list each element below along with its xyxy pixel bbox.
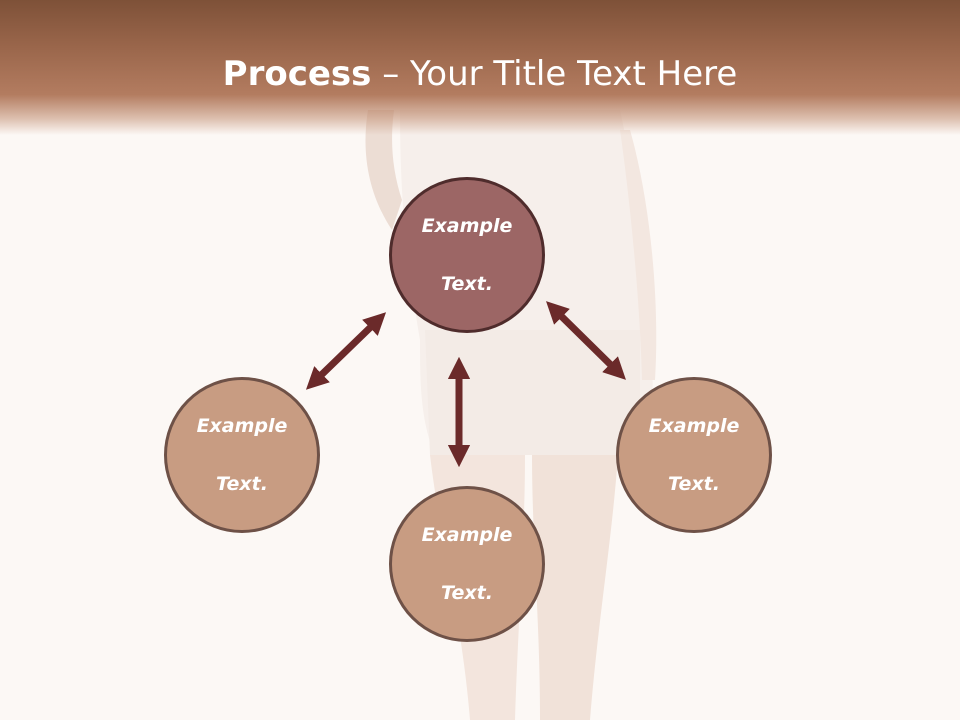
node-left-line2: Text. — [216, 472, 268, 495]
node-top-line2: Text. — [441, 272, 493, 295]
title-bar — [0, 0, 960, 135]
title-rest: Your Title Text Here — [410, 54, 738, 94]
arrow-top-left — [305, 312, 387, 390]
title-bold: Process — [222, 54, 372, 94]
title-separator: – — [371, 54, 411, 94]
node-bottom-line1: Example — [421, 523, 513, 546]
slide-title: Process – Your Title Text Here — [0, 52, 960, 96]
arrow-top-right — [546, 301, 626, 380]
node-right-line2: Text. — [668, 472, 720, 495]
node-bottom-line2: Text. — [441, 581, 493, 604]
node-right-line1: Example — [648, 414, 740, 437]
node-left-line1: Example — [196, 414, 288, 437]
node-top-line1: Example — [421, 214, 513, 237]
